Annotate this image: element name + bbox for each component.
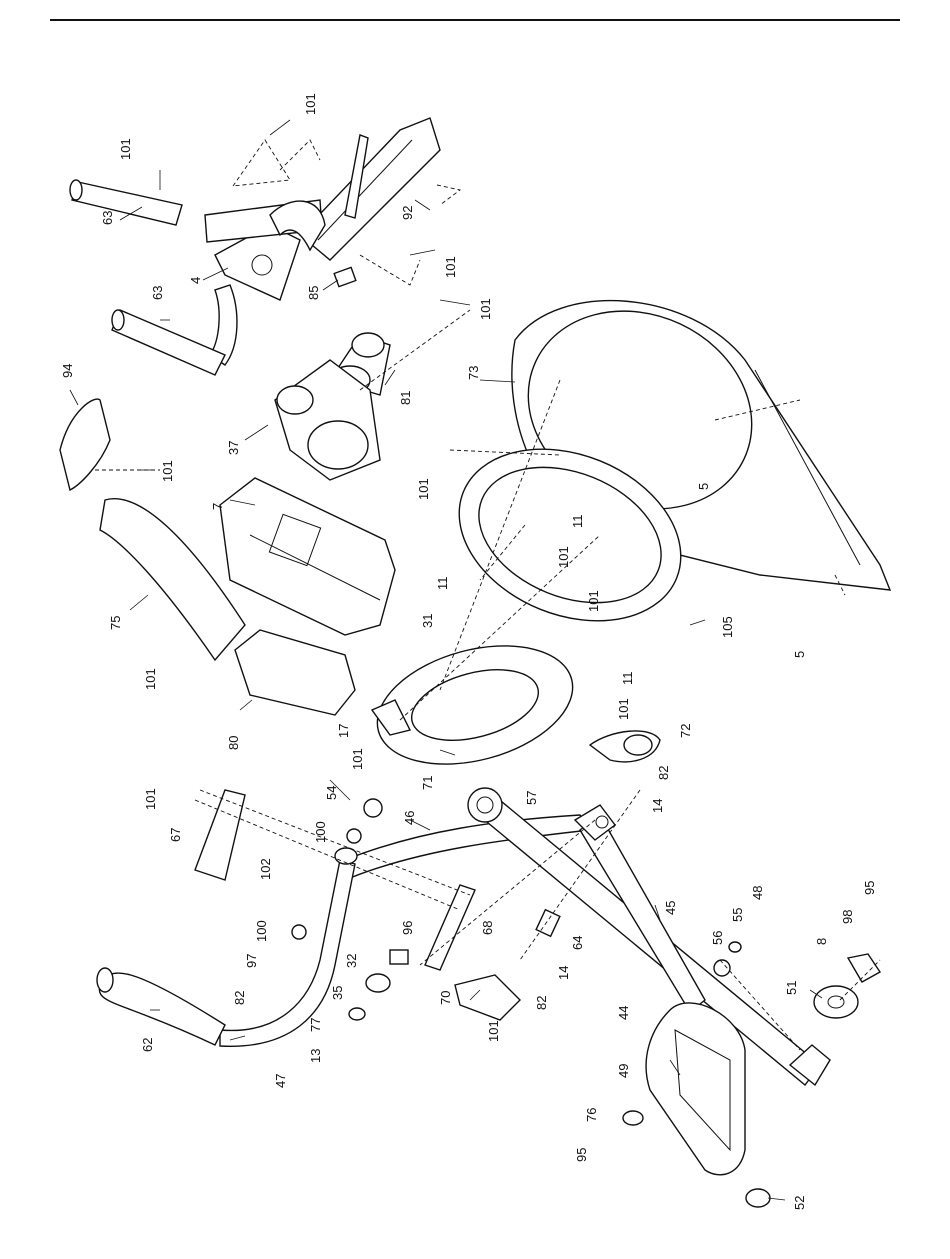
callout-92: 92	[400, 206, 415, 220]
callout-63-bottom: 63	[150, 286, 165, 300]
callout-57: 57	[524, 791, 539, 805]
callout-101-bracket-17: 101	[350, 748, 365, 770]
callout-100-bottom: 100	[254, 920, 269, 942]
sleeve-32	[390, 950, 408, 964]
pedal-49	[646, 1003, 745, 1175]
callout-101-arm-67: 101	[143, 788, 158, 810]
bearing-100-bottom	[292, 925, 306, 939]
callout-8: 8	[814, 938, 829, 945]
bearing-54	[364, 799, 382, 817]
callout-97: 97	[244, 954, 259, 968]
pedal-bracket-70	[455, 975, 520, 1020]
clip-85	[334, 267, 356, 286]
callout-82-lower: 82	[534, 996, 549, 1010]
cover-80	[235, 630, 355, 715]
callout-14-lower: 14	[556, 966, 571, 980]
callout-11-lower: 11	[620, 672, 635, 686]
upright-post	[300, 118, 440, 260]
handgrip-62	[97, 968, 225, 1045]
callout-4: 4	[188, 277, 203, 284]
callout-68: 68	[480, 921, 495, 935]
callout-82-upper: 82	[656, 766, 671, 780]
callout-67: 67	[168, 828, 183, 842]
callout-71: 71	[420, 776, 435, 790]
washer-77	[349, 1008, 365, 1020]
callout-94: 94	[60, 364, 75, 378]
callout-81: 81	[398, 391, 413, 405]
callout-98: 98	[840, 910, 855, 924]
washer-55	[729, 942, 741, 952]
callout-62: 62	[140, 1038, 155, 1052]
callout-31: 31	[420, 614, 435, 628]
callout-105: 105	[720, 616, 735, 638]
callout-37: 37	[226, 441, 241, 455]
callout-101-cover-94: 101	[160, 460, 175, 482]
callout-101-cover-105: 101	[556, 546, 571, 568]
callout-56: 56	[710, 931, 725, 945]
upper-handle-47	[220, 848, 357, 1046]
bearing-57	[468, 788, 502, 822]
callout-95-top: 95	[862, 881, 877, 895]
callout-13: 13	[308, 1049, 323, 1063]
callout-76: 76	[584, 1108, 599, 1122]
callout-5-lower: 5	[792, 651, 807, 658]
callout-96: 96	[400, 921, 415, 935]
end-cap-52	[746, 1189, 770, 1207]
callout-63-top: 63	[100, 211, 115, 225]
callout-70: 70	[438, 991, 453, 1005]
wheel-51	[814, 986, 858, 1018]
top-cover-94	[60, 399, 110, 490]
callout-35: 35	[330, 986, 345, 1000]
callout-101-pivot: 101	[478, 298, 493, 320]
callout-101-right-top: 101	[443, 256, 458, 278]
callout-17: 17	[336, 724, 351, 738]
callout-55: 55	[730, 908, 745, 922]
callout-77: 77	[308, 1018, 323, 1032]
callout-102: 102	[258, 858, 273, 880]
callout-14-upper: 14	[650, 799, 665, 813]
callout-101-lower: 101	[616, 698, 631, 720]
callout-48: 48	[750, 886, 765, 900]
callout-52: 52	[792, 1196, 807, 1210]
callout-101-shroud: 101	[416, 478, 431, 500]
cap-76	[623, 1111, 643, 1125]
callout-47: 47	[273, 1074, 288, 1088]
callout-101-inner: 101	[586, 590, 601, 612]
cap-8	[848, 954, 880, 982]
callout-49: 49	[616, 1064, 631, 1078]
callout-101-console: 101	[143, 668, 158, 690]
callout-11-upper: 11	[570, 515, 585, 529]
callout-73: 73	[466, 366, 481, 380]
callout-100-top: 100	[313, 821, 328, 843]
callout-54: 54	[324, 786, 339, 800]
callout-46: 46	[402, 811, 417, 825]
callout-80: 80	[226, 736, 241, 750]
callout-45: 45	[663, 901, 678, 915]
console-7	[220, 478, 395, 635]
callout-101-left-top: 101	[118, 138, 133, 160]
callout-101-upright: 101	[303, 93, 318, 115]
callout-82-mid: 82	[232, 991, 247, 1005]
callout-85: 85	[306, 286, 321, 300]
callout-72: 72	[678, 724, 693, 738]
callout-5-upper: 5	[696, 483, 711, 490]
cover-72	[590, 731, 660, 762]
callout-51: 51	[784, 981, 799, 995]
callout-44: 44	[616, 1006, 631, 1020]
callout-7: 7	[210, 503, 225, 510]
pulley-35	[366, 974, 390, 992]
callout-11-mid: 11	[435, 577, 450, 591]
header-rule	[50, 19, 900, 21]
callout-75: 75	[108, 616, 123, 630]
handgrip-63-top	[70, 180, 182, 225]
callout-32: 32	[344, 954, 359, 968]
callout-64: 64	[570, 936, 585, 950]
bearing-100-top	[347, 829, 361, 843]
callout-95-bottom: 95	[574, 1148, 589, 1162]
axle-64	[536, 910, 560, 937]
arm-68	[425, 885, 475, 970]
callout-101-pedal-bracket: 101	[486, 1020, 501, 1042]
